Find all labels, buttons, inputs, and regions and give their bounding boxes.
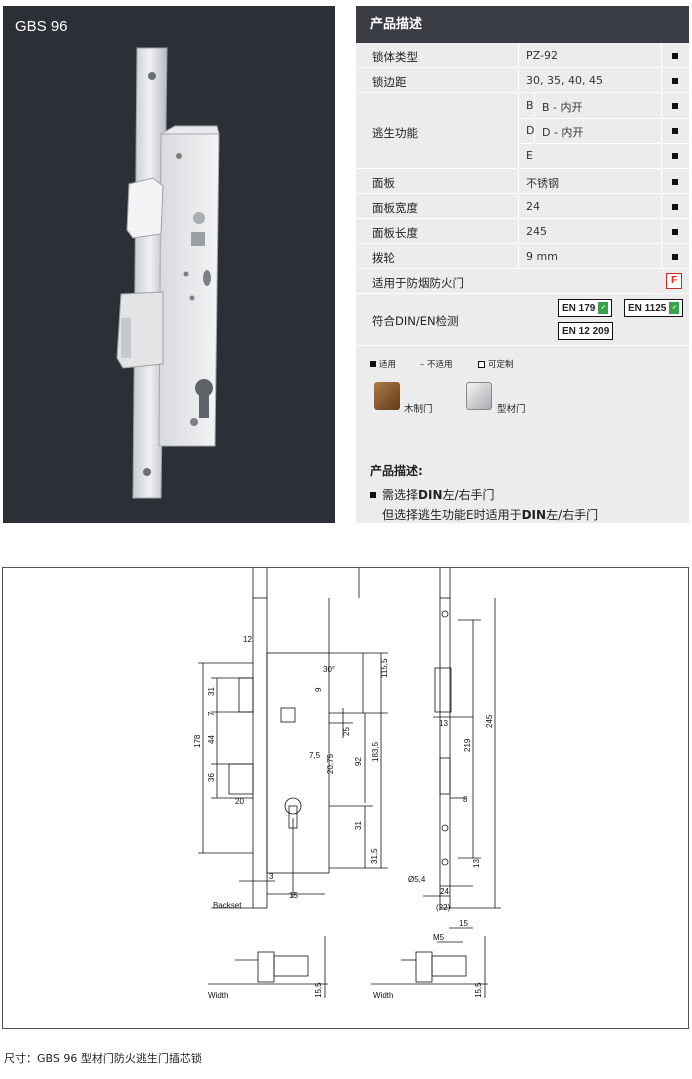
dim-label: 24 <box>440 887 449 896</box>
door-label: 木制门 <box>404 404 433 415</box>
dim-label: 44 <box>207 735 216 744</box>
dim-label: 3 <box>269 872 274 881</box>
option-text: B - 内开 <box>542 101 583 114</box>
en-green-icon: ✓ <box>669 302 680 314</box>
dim-label: 9 <box>314 687 323 692</box>
dim-label: 20,75 <box>326 753 335 774</box>
dim-label: 219 <box>463 738 472 752</box>
dim-label: 31,5 <box>370 848 379 864</box>
spec-row-escape-function: 逃生功能 B B - 内开 D D - 内开 E <box>356 93 689 169</box>
legend-applicable: 适用 <box>370 358 396 370</box>
en179-badge: EN 179✓ <box>558 299 613 317</box>
dim-label: 178 <box>193 734 202 748</box>
product-image-panel: GBS 96 <box>3 6 335 523</box>
dim-label: 183,5 <box>371 741 380 762</box>
dim-label: 31 <box>354 821 363 830</box>
applicable-mark <box>672 229 678 235</box>
dim-label: 245 <box>485 714 494 728</box>
door-label: 型材门 <box>497 404 526 415</box>
dim-label: 12 <box>243 635 252 644</box>
spec-label: 适用于防烟防火门 <box>372 276 464 290</box>
applicable-mark <box>672 128 678 134</box>
applicable-mark <box>672 78 678 84</box>
spec-label: 面板宽度 <box>372 201 418 215</box>
option-letter: D <box>526 124 535 137</box>
dim-label: 20 <box>235 797 244 806</box>
option-letter: E <box>526 149 533 162</box>
dim-label: 13 <box>439 719 448 728</box>
en-green-icon: ✓ <box>598 302 609 314</box>
spec-label: 锁边距 <box>372 75 407 89</box>
open-square-icon <box>478 360 485 368</box>
spec-panel: 产品描述 锁体类型 PZ-92 锁边距 30, 35, 40, 45 逃生功能 … <box>356 6 689 523</box>
dim-label: 36 <box>207 773 216 782</box>
spec-row-lock-type: 锁体类型 PZ-92 <box>356 43 689 68</box>
applicable-mark <box>672 179 678 185</box>
spec-row-certification: 符合DIN/EN检测 EN 179✓ EN 1125✓ EN 12 209 <box>356 294 689 346</box>
description-title: 产品描述: <box>370 464 423 478</box>
dim-label: 15 <box>459 919 468 928</box>
dim-label: 30° <box>323 665 335 674</box>
legend-not-applicable: – 不适用 <box>420 360 453 370</box>
dim-label: 15,5 <box>474 982 483 998</box>
caption: 尺寸：GBS 96 型材门防火逃生门插芯锁 <box>4 1052 202 1065</box>
description-line-1: 需选择DIN左/右手门 <box>382 488 495 502</box>
applicable-mark <box>672 254 678 260</box>
spec-label: 逃生功能 <box>372 126 418 140</box>
spec-row-faceplate-width: 面板宽度 24 <box>356 194 689 219</box>
dim-label: 115,5 <box>380 658 389 678</box>
dim-label: Backset <box>213 901 242 910</box>
spec-label: 拨轮 <box>372 251 395 265</box>
spec-value: PZ-92 <box>526 49 558 62</box>
spec-row-backset: 锁边距 30, 35, 40, 45 <box>356 68 689 93</box>
applicable-mark <box>672 153 678 159</box>
dim-label: 31 <box>207 687 216 696</box>
dimension-drawing: 12 30° 115,5 9 31 7 44 178 36 25 20,75 7… <box>193 568 501 1000</box>
wood-door-icon <box>374 382 400 410</box>
dim-label: (22) <box>436 903 451 912</box>
dim-label: Width <box>208 991 228 1000</box>
en12209-badge: EN 12 209 <box>558 322 614 340</box>
profile-door-icon <box>466 382 492 410</box>
dim-label: 8 <box>463 795 468 804</box>
spec-row-follower: 拨轮 9 mm <box>356 244 689 269</box>
dim-label: Width <box>373 991 393 1000</box>
spec-label: 面板长度 <box>372 226 418 240</box>
spec-value: 30, 35, 40, 45 <box>526 74 603 87</box>
dim-label: 15 <box>289 891 298 900</box>
spec-row-fire-door: 适用于防烟防火门 F <box>356 269 689 294</box>
applicable-mark <box>672 204 678 210</box>
dim-label: 7,5 <box>309 751 321 760</box>
dim-label: 25 <box>342 727 351 736</box>
bullet-icon <box>370 492 376 498</box>
spec-row-faceplate: 面板 不锈钢 <box>356 169 689 194</box>
option-text: D - 内开 <box>542 126 584 139</box>
applicable-mark <box>672 53 678 59</box>
option-letter: B <box>526 99 534 112</box>
spec-header: 产品描述 <box>356 6 689 43</box>
dim-label: 13 <box>472 859 481 868</box>
product-title: GBS 96 <box>15 18 68 35</box>
lock-illustration <box>116 47 220 499</box>
en1125-badge: EN 1125✓ <box>624 299 684 317</box>
dim-label: 15,5 <box>314 982 323 998</box>
legend-customizable: 可定制 <box>478 358 514 370</box>
dim-label: 7 <box>207 711 216 716</box>
spec-value: 24 <box>526 200 540 213</box>
spec-value: 不锈钢 <box>526 177 559 190</box>
spec-label: 锁体类型 <box>372 50 418 64</box>
spec-value: 9 mm <box>526 250 558 263</box>
spec-label: 符合DIN/EN检测 <box>372 314 459 328</box>
dim-label: Ø5,4 <box>408 875 426 884</box>
filled-square-icon <box>370 361 376 367</box>
technical-drawing: 12 30° 115,5 9 31 7 44 178 36 25 20,75 7… <box>2 567 689 1029</box>
dim-label: M5 <box>433 933 445 942</box>
dim-label: 92 <box>354 757 363 766</box>
spec-row-faceplate-length: 面板长度 245 <box>356 219 689 244</box>
applicable-mark <box>672 103 678 109</box>
fire-rating-icon: F <box>666 273 682 289</box>
description-line-2: 但选择逃生功能E时适用于DIN左/右手门 <box>382 508 599 522</box>
spec-value: 245 <box>526 225 547 238</box>
spec-label: 面板 <box>372 176 395 190</box>
